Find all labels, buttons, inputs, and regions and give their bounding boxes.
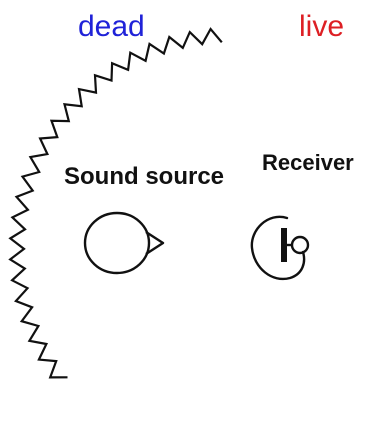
zigzag-absorbing-wall-icon [10, 29, 222, 377]
receiver-ear-icon [252, 217, 308, 279]
sound-source-head-icon [85, 213, 163, 273]
